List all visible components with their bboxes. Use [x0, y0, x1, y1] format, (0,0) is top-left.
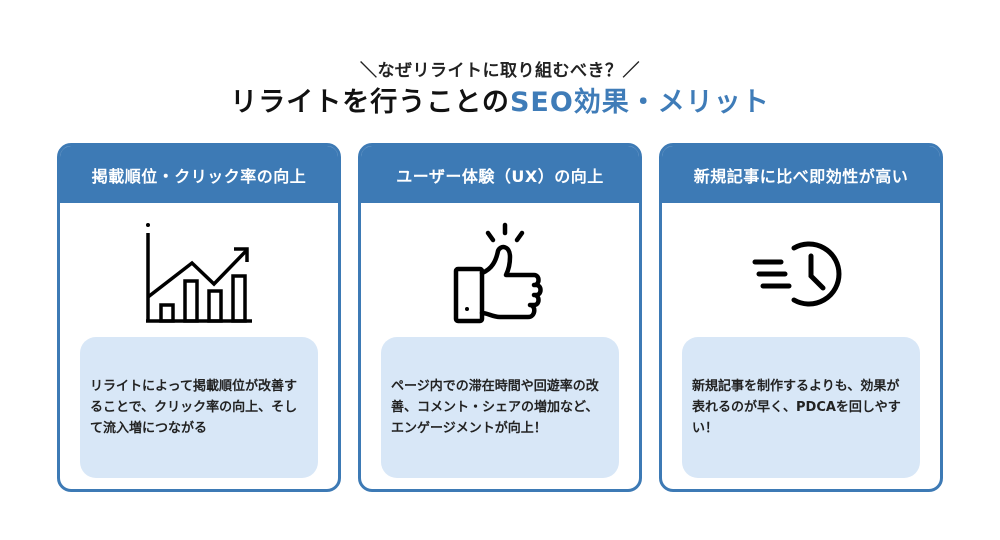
thumbs-up-icon [361, 216, 639, 331]
card-description-box: リライトによって掲載順位が改善することで、クリック率の向上、そして流入増につなが… [80, 337, 318, 478]
fast-clock-icon [662, 216, 940, 331]
subtitle: ＼なぜリライトに取り組むべき？／ [360, 61, 640, 81]
card-description-box: 新規記事を制作するよりも、効果が表れるのが早く、PDCAを回しやすい！ [682, 337, 920, 478]
card-description-box: ページ内での滞在時間や回遊率の改善、コメント・シェアの増加など、エンゲージメント… [381, 337, 619, 478]
card-heading: 掲載順位・クリック率の向上 [60, 146, 338, 203]
growth-chart-icon [60, 216, 338, 331]
card-description: 新規記事を制作するよりも、効果が表れるのが早く、PDCAを回しやすい！ [692, 379, 901, 436]
card-description: リライトによって掲載順位が改善することで、クリック率の向上、そして流入増につなが… [90, 379, 298, 436]
card-description: ページ内での滞在時間や回遊率の改善、コメント・シェアの増加など、エンゲージメント… [391, 379, 599, 436]
card-heading: ユーザー体験（UX）の向上 [361, 146, 639, 203]
card-heading: 新規記事に比べ即効性が高い [662, 146, 940, 203]
benefit-card-ux: ユーザー体験（UX）の向上 ページ内での滞在時間や回遊率の改善、コメント・シェア… [358, 143, 642, 492]
benefit-card-speed: 新規記事に比べ即効性が高い 新規記事を制作するよりも、効果が表れるのが早く、PD… [659, 143, 943, 492]
benefit-card-ranking: 掲載順位・クリック率の向上 リライトによって掲載順位が改善することで、クリック率… [57, 143, 341, 492]
page-title: リライトを行うことのSEO効果・メリット [0, 80, 1000, 119]
title-plain: リライトを行うことの [230, 87, 510, 118]
title-accent: SEO効果・メリット [509, 87, 770, 118]
